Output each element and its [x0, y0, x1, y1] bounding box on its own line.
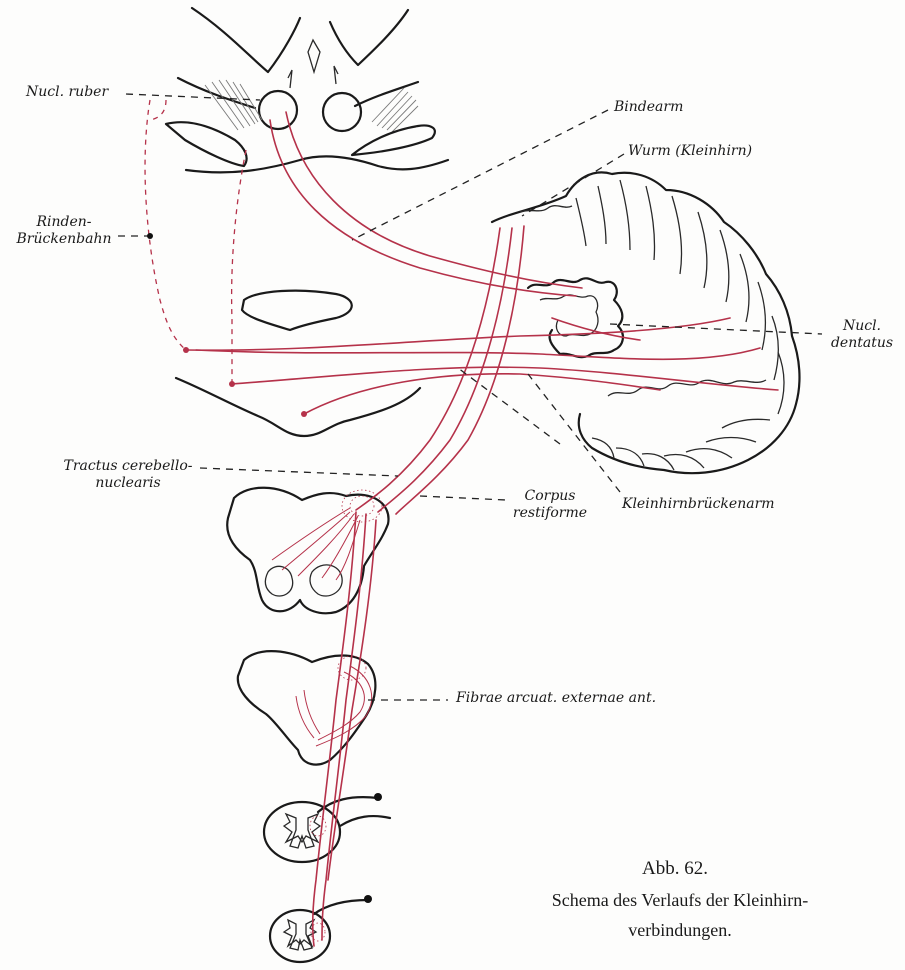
caption-line2: verbindungen. [520, 920, 840, 941]
spinal-ganglion-dot [364, 895, 372, 903]
leader-lines [118, 94, 822, 700]
restiform-stipple [310, 490, 382, 941]
label-dentatus-line2: dentatus [824, 335, 900, 352]
pontine-nucleus-dot [183, 347, 189, 353]
label-tractus-cerebello-nuclearis: Tractus cerebello- nuclearis [40, 458, 216, 492]
label-kleinhirnbrueckenarm: Kleinhirnbrückenarm [622, 496, 775, 513]
label-dentatus-line1: Nucl. [824, 318, 900, 335]
label-corpus-line2: restiforme [502, 505, 598, 522]
label-wurm: Wurm (Kleinhirn) [628, 143, 752, 160]
label-tractus-line2: nuclearis [40, 475, 216, 492]
spinal-ganglion-dot [374, 793, 382, 801]
cerebellar-pathways [145, 100, 778, 946]
pontine-nucleus-dot [229, 381, 235, 387]
medulla-upper [227, 488, 388, 614]
caption-line1: Schema des Verlaufs der Kleinhirn- [470, 890, 890, 911]
label-bindearm: Bindearm [614, 99, 683, 116]
label-nucl-dentatus: Nucl. dentatus [824, 318, 900, 352]
label-fibrae-arcuat: Fibrae arcuat. externae ant. [456, 690, 656, 707]
rinden-leader-dot [147, 233, 153, 239]
label-rinden-line2: Brückenbahn [14, 231, 114, 248]
figure-number: Abb. 62. [600, 858, 750, 880]
label-tractus-line1: Tractus cerebello- [40, 458, 216, 475]
label-corpus-restiforme: Corpus restiforme [502, 488, 598, 522]
label-corpus-line1: Corpus [502, 488, 598, 505]
pontine-nucleus-dot [301, 411, 307, 417]
pons-section [176, 291, 420, 436]
label-rinden-brueckenbahn: Rinden- Brückenbahn [14, 214, 114, 248]
label-nucl-ruber: Nucl. ruber [26, 84, 108, 101]
spinal-cord-lower [270, 910, 330, 962]
midbrain-section [166, 8, 448, 172]
label-rinden-line1: Rinden- [14, 214, 114, 231]
